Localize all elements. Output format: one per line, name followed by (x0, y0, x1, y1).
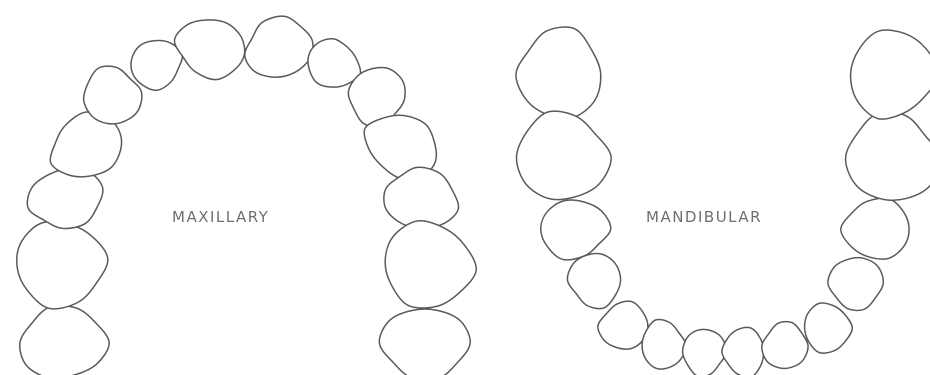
mandibular-arch (516, 27, 930, 375)
maxillary-tooth-14 (379, 309, 470, 375)
mandibular-tooth-3 (541, 200, 611, 260)
maxillary-tooth-8 (245, 16, 313, 77)
maxillary-arch (17, 16, 476, 375)
maxillary-tooth-13 (385, 221, 476, 308)
mandibular-tooth-13 (846, 112, 930, 200)
maxillary-tooth-9 (308, 39, 361, 87)
mandibular-tooth-5 (598, 301, 648, 349)
mandibular-tooth-4 (567, 254, 620, 309)
mandibular-tooth-2 (516, 111, 611, 199)
mandibular-tooth-9 (762, 322, 808, 369)
maxillary-tooth-3 (27, 169, 103, 229)
mandibular-tooth-10 (805, 303, 853, 353)
mandibular-tooth-1 (516, 27, 601, 118)
maxillary-tooth-2 (17, 222, 108, 309)
mandibular-tooth-12 (841, 198, 909, 259)
maxillary-tooth-1 (20, 306, 109, 375)
maxillary-tooth-6 (131, 41, 183, 91)
mandibular-tooth-6 (642, 319, 686, 369)
maxillary-tooth-7 (174, 20, 244, 80)
mandibular-tooth-14 (851, 30, 930, 119)
mandibular-tooth-8 (722, 327, 764, 375)
mandibular-tooth-7 (683, 329, 727, 375)
maxillary-label: MAXILLARY (172, 208, 269, 226)
mandibular-tooth-11 (828, 258, 883, 311)
mandibular-label: MANDIBULAR (646, 208, 762, 226)
